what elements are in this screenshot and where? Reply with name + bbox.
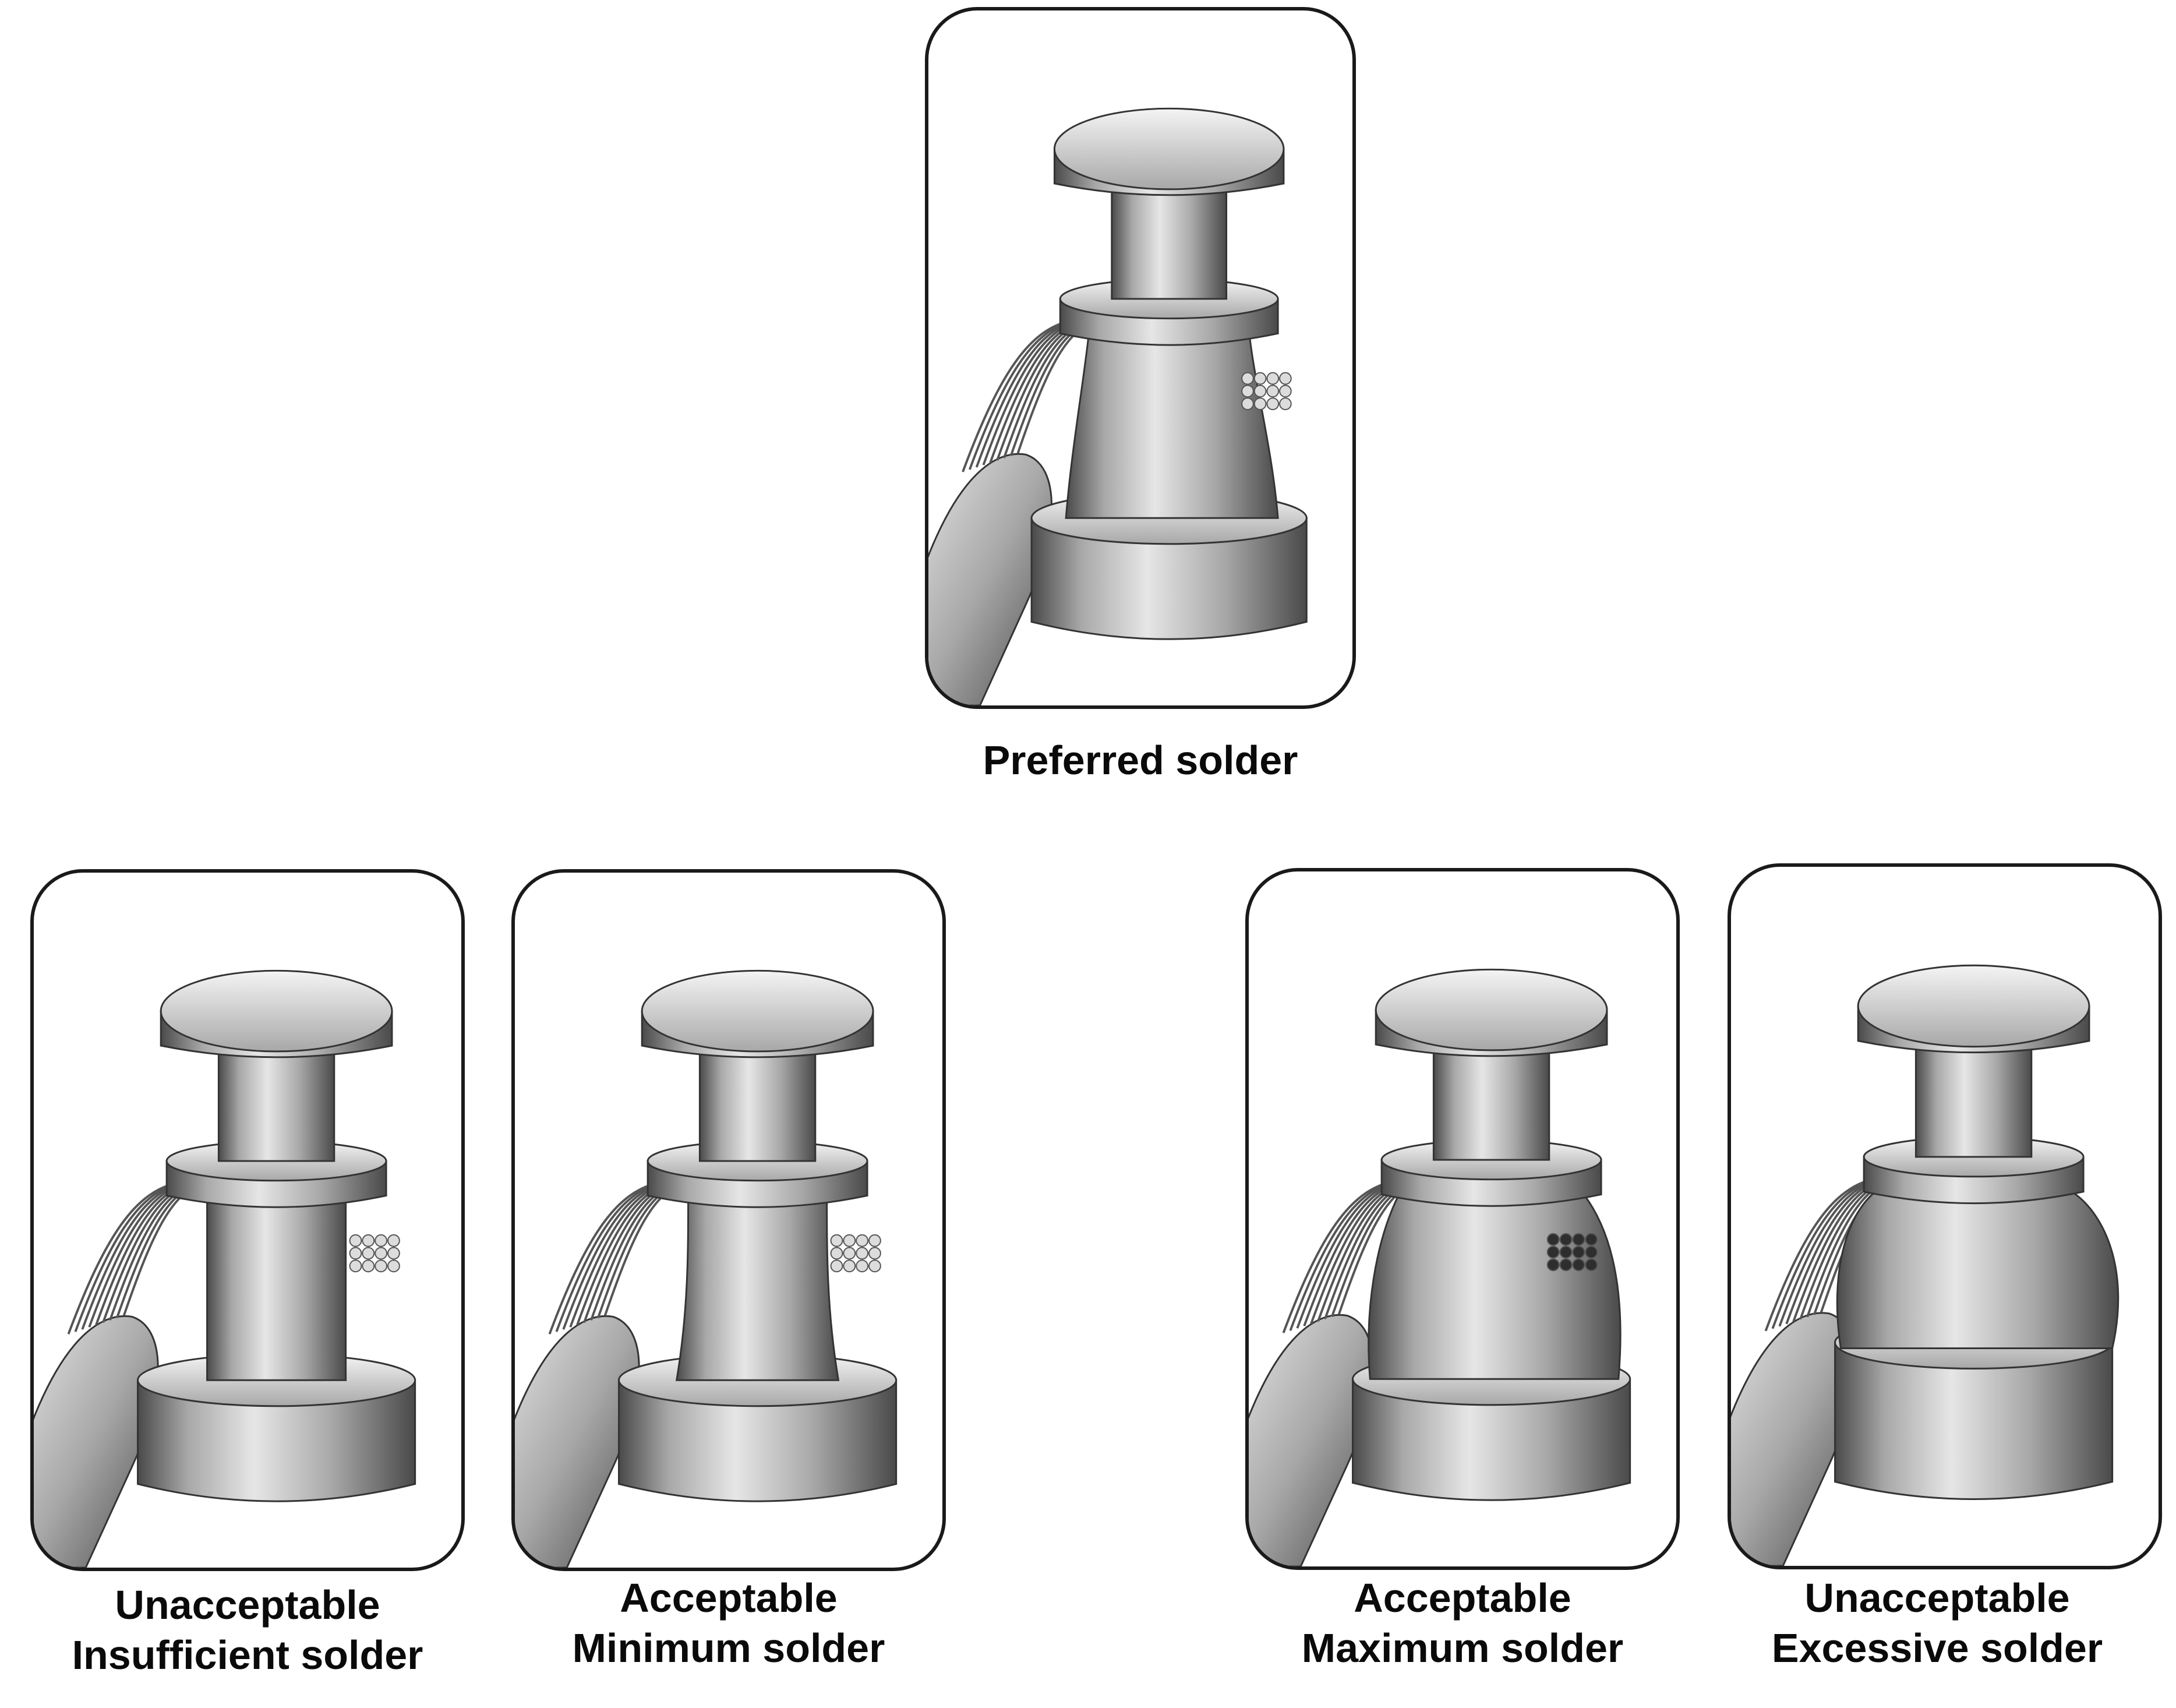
terminal-illustration-insufficient xyxy=(34,969,416,1568)
panel-excessive xyxy=(1728,863,2162,1569)
terminal-base xyxy=(1352,1378,1631,1501)
wire-strands xyxy=(548,1183,682,1335)
caption-line: Minimum solder xyxy=(572,1625,885,1671)
caption-line: Acceptable xyxy=(620,1575,838,1621)
solder-fillet xyxy=(675,1194,840,1381)
solder-fillet xyxy=(1065,332,1279,519)
strand-cross-section xyxy=(830,1234,881,1273)
terminal-base xyxy=(1834,1342,2114,1500)
caption-insufficient: Unacceptable Insufficient solder xyxy=(30,1580,465,1680)
terminal-cap-top xyxy=(1375,968,1608,1051)
terminal-base xyxy=(618,1379,898,1502)
solder-fillet xyxy=(206,1194,347,1381)
panel-preferred xyxy=(925,7,1356,709)
strand-cross-section xyxy=(349,1234,400,1273)
terminal-maximum xyxy=(1249,968,1631,1566)
terminal-illustration-preferred xyxy=(928,107,1308,705)
terminal-minimum xyxy=(515,969,898,1568)
caption-line: Unacceptable xyxy=(115,1582,380,1628)
caption-line: Maximum solder xyxy=(1301,1625,1624,1671)
caption-maximum: Acceptable Maximum solder xyxy=(1234,1573,1691,1673)
wire-strands xyxy=(67,1183,201,1335)
terminal-cap-top xyxy=(160,969,393,1053)
caption-excessive: Unacceptable Excessive solder xyxy=(1698,1573,2176,1673)
terminal-post xyxy=(217,1044,335,1162)
caption-line: Insufficient solder xyxy=(72,1632,423,1678)
terminal-post xyxy=(698,1044,817,1162)
strand-cross-section xyxy=(1546,1233,1598,1272)
terminal-base xyxy=(1030,517,1308,640)
strand-cross-section xyxy=(1241,372,1292,411)
caption-line: Unacceptable xyxy=(1804,1575,2070,1621)
terminal-illustration-minimum xyxy=(515,969,898,1568)
terminal-base xyxy=(137,1379,416,1502)
solder-fillet xyxy=(1836,1191,2120,1350)
terminal-post xyxy=(1111,182,1228,300)
terminal-illustration-maximum xyxy=(1249,968,1631,1566)
caption-minimum: Acceptable Minimum solder xyxy=(511,1573,946,1673)
caption-line: Excessive solder xyxy=(1771,1625,2103,1671)
panel-insufficient xyxy=(30,869,465,1571)
terminal-cap-top xyxy=(1053,107,1285,190)
caption-line: Preferred solder xyxy=(983,737,1298,783)
terminal-excessive xyxy=(1731,964,2120,1566)
terminal-cap-top xyxy=(1857,964,2090,1048)
terminal-post xyxy=(1432,1043,1550,1161)
terminal-post xyxy=(1914,1040,2033,1158)
terminal-insufficient xyxy=(34,969,416,1568)
terminal-preferred xyxy=(928,107,1308,705)
terminal-cap-top xyxy=(641,969,874,1053)
panel-minimum xyxy=(511,869,946,1571)
caption-preferred: Preferred solder xyxy=(925,735,1356,785)
solder-fillet xyxy=(1368,1193,1622,1380)
terminal-illustration-excessive xyxy=(1731,964,2120,1566)
panel-maximum xyxy=(1245,868,1680,1570)
caption-line: Acceptable xyxy=(1354,1575,1571,1621)
